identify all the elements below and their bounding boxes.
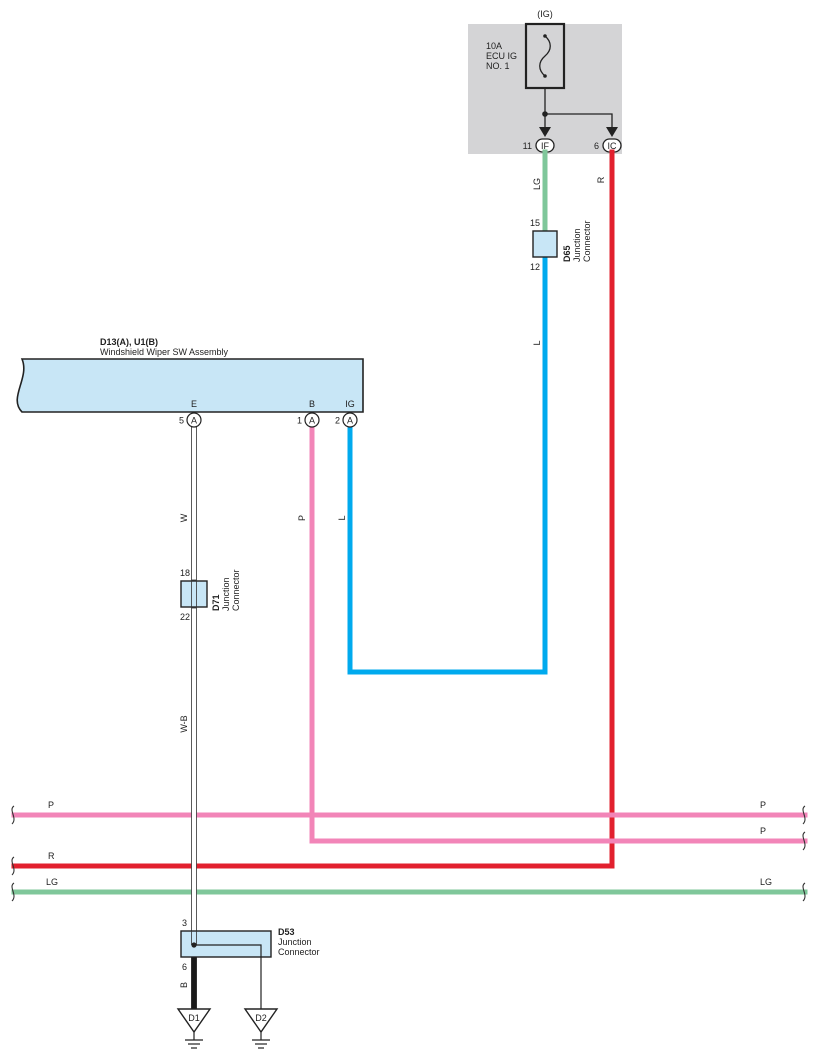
- ground-d1: D1: [176, 1008, 212, 1049]
- ground-d1-label: D1: [188, 1013, 200, 1023]
- connector-d71: 18 22 D71 Junction Connector: [180, 568, 241, 622]
- assembly-body: [16, 358, 364, 413]
- assembly-pin-e-number: 5: [179, 416, 184, 426]
- break-left-p: [11, 805, 15, 825]
- connector-d53-name1: Junction: [278, 937, 312, 947]
- connector-d53-name2: Connector: [278, 947, 320, 957]
- arrow-if-icon: [539, 127, 551, 137]
- assembly-id: D13(A), U1(B): [100, 337, 158, 347]
- assembly-pin-b-name: B: [309, 399, 315, 409]
- assembly-pin-b-number: 1: [297, 416, 302, 426]
- assembly-pin-ig-conn-letter: A: [347, 416, 353, 426]
- connector-d53-id: D53: [278, 927, 295, 937]
- fuse-box-power-label: (IG): [537, 9, 553, 19]
- connector-d53-junction-dot: [191, 942, 197, 948]
- bus-label-p-top-left: P: [48, 800, 54, 810]
- terminal-if-code: IF: [541, 141, 550, 151]
- assembly-pin-ig-number: 2: [335, 416, 340, 426]
- connector-d65: 15 12 D65 Junction Connector: [530, 218, 592, 272]
- break-right-p2: [802, 831, 806, 851]
- connector-d65-pin-bottom: 12: [530, 262, 540, 272]
- break-left-lg: [11, 882, 15, 902]
- break-left-r: [11, 856, 15, 876]
- wires: [11, 149, 808, 895]
- fuse-name-line1: ECU IG: [486, 51, 517, 61]
- connector-d53: 3 6 D53 Junction Connector: [180, 918, 320, 1009]
- wire-label-ig: L: [337, 515, 347, 520]
- connector-d71-name2: Connector: [231, 569, 241, 611]
- wire-p-b: [309, 424, 808, 844]
- fuse-branch-line: [545, 113, 613, 130]
- ground-d2: D2: [243, 1008, 279, 1049]
- assembly-pin-e-conn: [186, 412, 202, 428]
- connector-d53-pin-top: 3: [182, 918, 187, 928]
- fuse-end-bottom: [543, 74, 547, 78]
- white-wires: [191, 426, 197, 1010]
- connector-d71-id: D71: [211, 594, 221, 611]
- assembly-pin-ig-conn: [342, 412, 358, 428]
- ground-d1-triangle-icon: [176, 1008, 212, 1034]
- assembly-pin-e-name: E: [191, 399, 197, 409]
- ground-d2-label: D2: [255, 1013, 267, 1023]
- wire-r-ic: [11, 149, 615, 869]
- terminal-ic-code: IC: [608, 141, 618, 151]
- fuse-rating: 10A: [486, 41, 502, 51]
- bus-labels: P P P R LG LG: [46, 800, 772, 887]
- wire-label-e: W: [179, 513, 189, 522]
- connector-d53-pin-bottom: 6: [182, 962, 187, 972]
- wire-label-b: P: [297, 515, 307, 521]
- wire-label-d71-out: W-B: [179, 715, 189, 732]
- connector-d71-pin-bottom: 22: [180, 612, 190, 622]
- bus-break-marks: [11, 805, 806, 902]
- wire-wb-d71: [191, 607, 197, 932]
- wire-label-if: LG: [532, 178, 542, 190]
- connector-d71-box: [180, 580, 208, 608]
- break-right-p: [802, 805, 806, 825]
- connector-d65-id: D65: [562, 245, 572, 262]
- assembly-pin-ig-name: IG: [345, 399, 355, 409]
- break-right-lg: [802, 882, 806, 902]
- connector-d71-name1: Junction: [221, 577, 231, 611]
- wire-label-d65-out: L: [532, 340, 542, 345]
- arrow-ic-icon: [606, 127, 618, 137]
- wire-b-d53: [191, 956, 197, 1010]
- wire-label-d53-out: B: [179, 982, 189, 988]
- ground-d2-triangle-icon: [243, 1008, 279, 1034]
- fuse-end-top: [543, 34, 547, 38]
- connector-d65-box: [532, 230, 558, 258]
- bus-label-lg-left: LG: [46, 877, 58, 887]
- fuse-symbol-icon: [539, 35, 551, 77]
- wire-label-ic: R: [596, 176, 606, 183]
- connector-d71-pin-top: 18: [180, 568, 190, 578]
- wire-labels: LG R L L P W W-B B: [179, 176, 606, 988]
- fuse-name-line2: NO. 1: [486, 61, 510, 71]
- connector-d65-pin-top: 15: [530, 218, 540, 228]
- bus-label-p-top-right: P: [760, 800, 766, 810]
- connector-d53-internal: [194, 944, 262, 1009]
- bus-label-p-second-right: P: [760, 826, 766, 836]
- assembly-windshield-wiper-sw: D13(A), U1(B) Windshield Wiper SW Assemb…: [16, 337, 364, 428]
- fuse-box: (IG) 10A ECU IG NO. 1 IF 11 IC 6: [468, 9, 622, 154]
- connector-d65-name2: Connector: [582, 220, 592, 262]
- connector-d65-name1: Junction: [572, 228, 582, 262]
- assembly-pin-e-conn-letter: A: [191, 416, 197, 426]
- terminal-if-pin: 11: [523, 141, 532, 151]
- bus-label-lg-right: LG: [760, 877, 772, 887]
- assembly-name: Windshield Wiper SW Assembly: [100, 347, 229, 357]
- wire-l-d65-to-ig: [347, 255, 548, 675]
- wire-w-e: [191, 426, 197, 581]
- terminal-ic-pin: 6: [594, 141, 599, 151]
- assembly-pin-b-conn: [304, 412, 320, 428]
- assembly-pin-b-conn-letter: A: [309, 416, 315, 426]
- bus-label-r-left: R: [48, 851, 55, 861]
